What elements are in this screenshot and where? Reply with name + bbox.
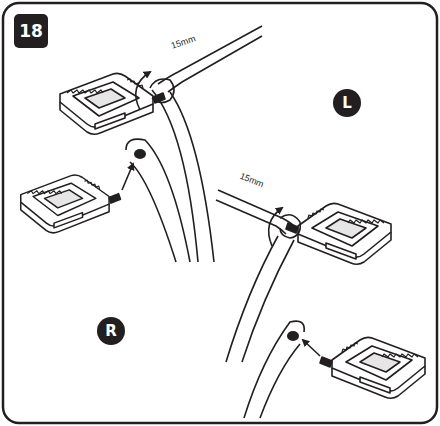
side-marker-text: L xyxy=(342,94,352,112)
side-marker-text: R xyxy=(105,322,117,340)
side-marker: L xyxy=(333,89,361,117)
step-number: 18 xyxy=(14,14,48,48)
side-marker: R xyxy=(97,317,125,345)
step-number-text: 18 xyxy=(19,21,43,41)
